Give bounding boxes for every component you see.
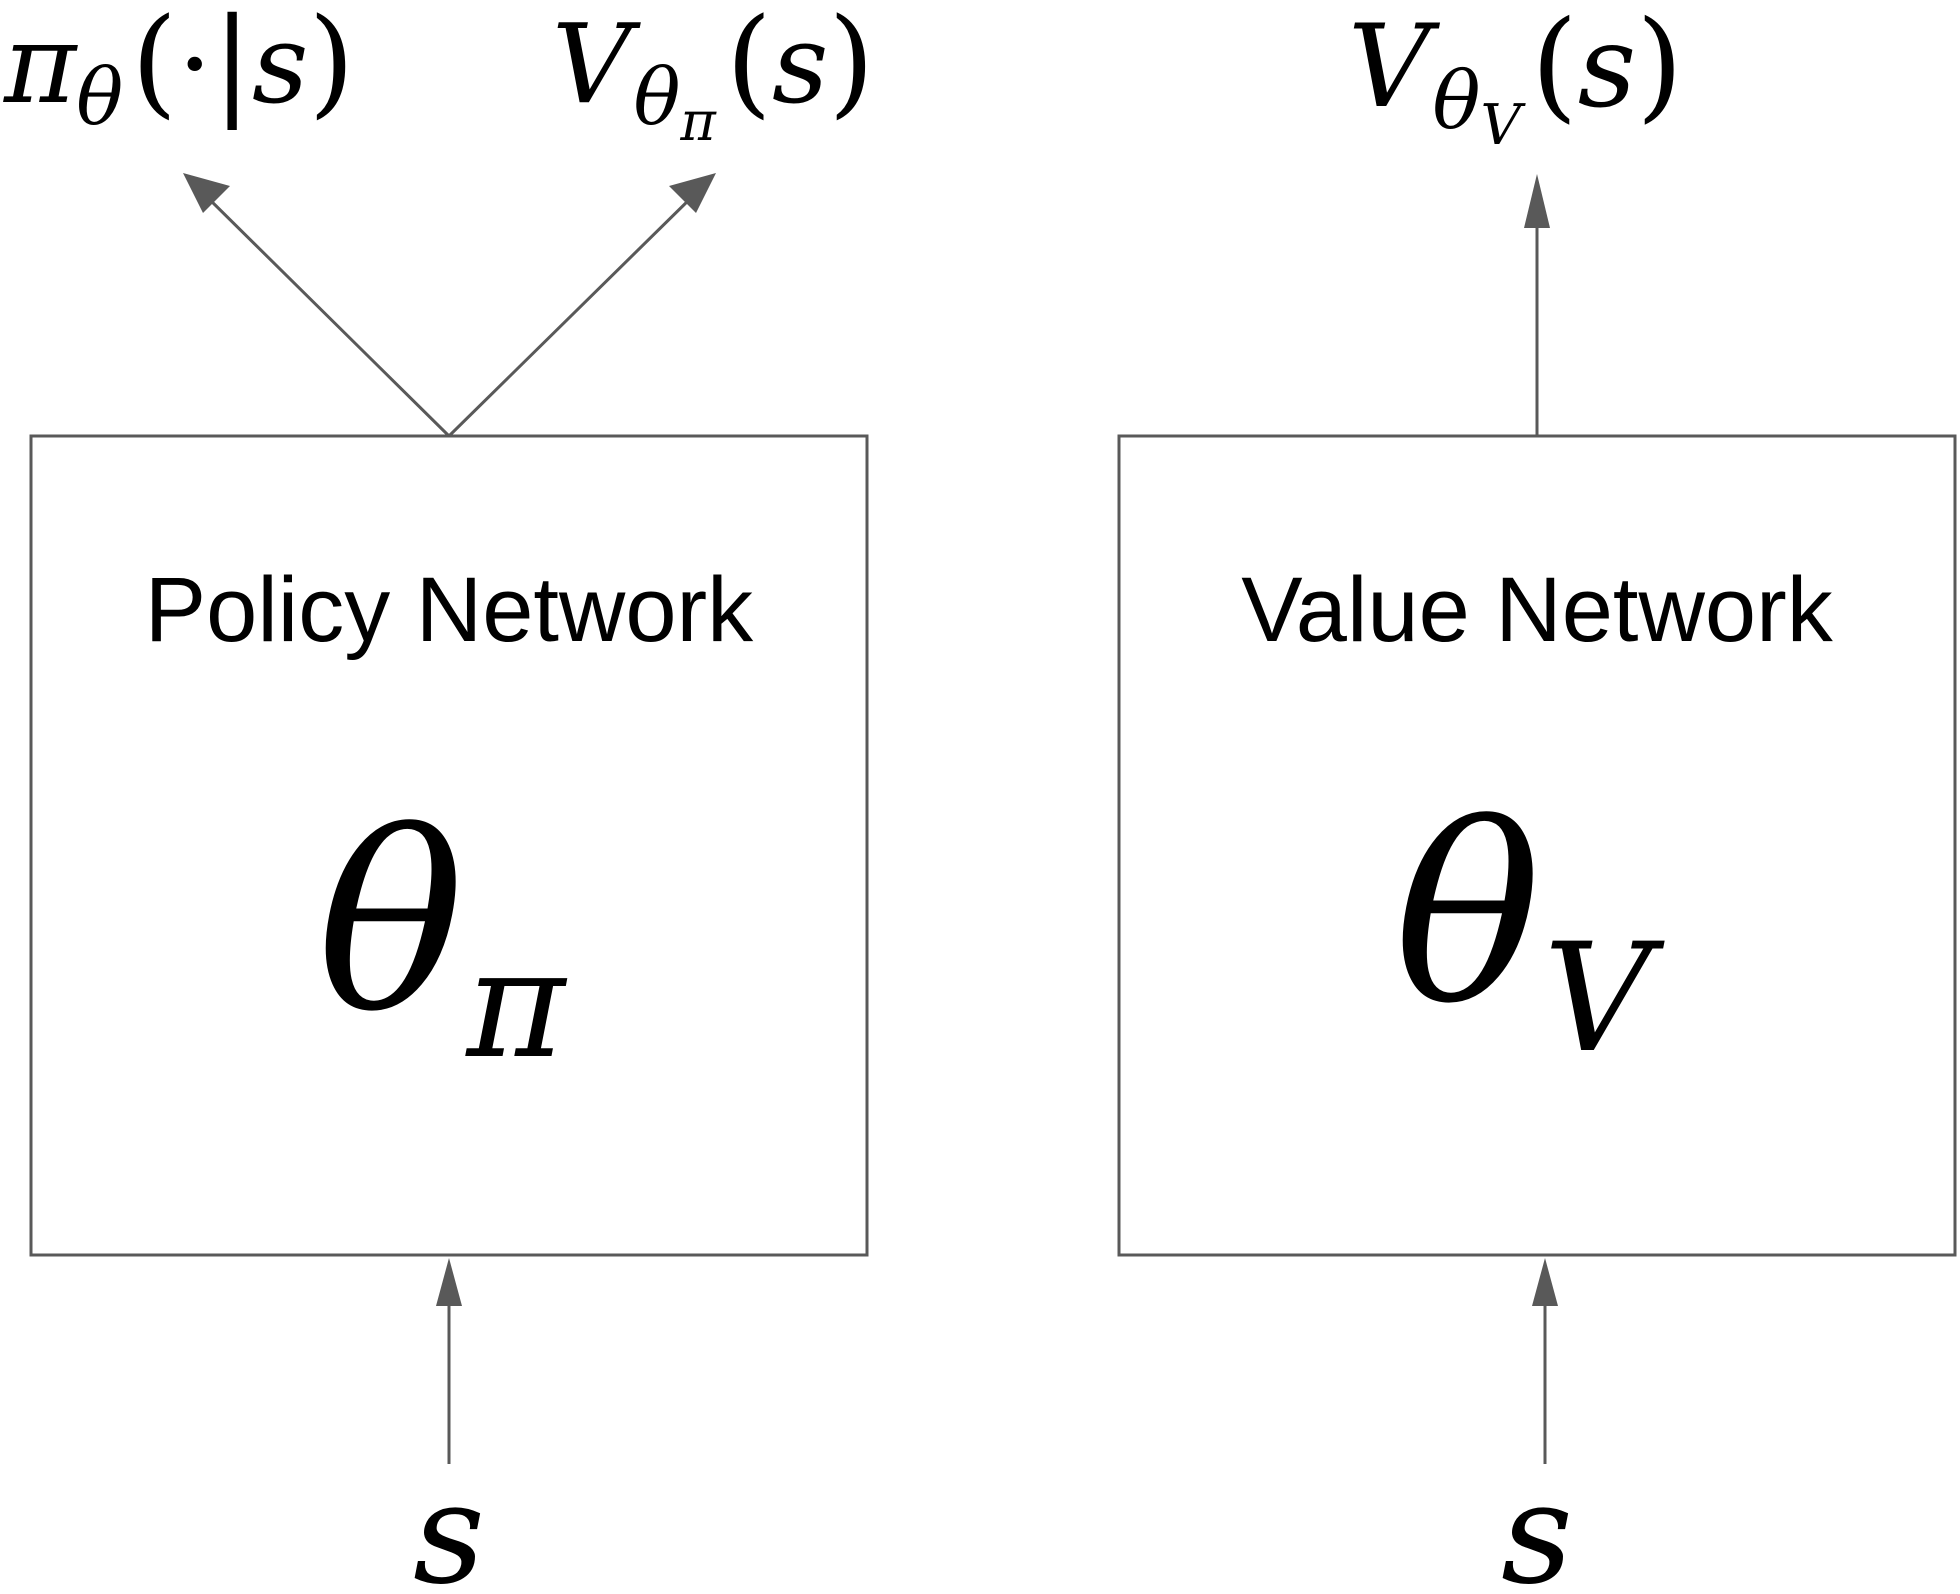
value-network-title: Value Network — [1241, 559, 1833, 661]
value-network-parameter: θV — [1394, 773, 1666, 1086]
policy-output-label: πθ(·|s) — [3, 0, 355, 143]
value-output-arrowhead — [1524, 174, 1550, 228]
value-input-arrowhead — [1532, 1258, 1558, 1306]
policy-input-label: s — [413, 1453, 485, 1594]
policy-network-box — [29, 434, 869, 1257]
policy-output-arrow — [200, 190, 451, 438]
value-estimate-output-arrow — [447, 190, 699, 438]
policy-network-parameter: θπ — [317, 781, 568, 1092]
value-output-label: VθV(s) — [1348, 0, 1683, 158]
policy-network-title: Policy Network — [145, 559, 754, 661]
value-network-box — [1117, 434, 1957, 1257]
value-estimate-output-arrowhead — [669, 173, 716, 213]
value-network: Value Network θV s VθV(s) — [1117, 0, 1957, 1594]
policy-network: Policy Network θπ s πθ(·|s) Vθπ(s) — [3, 0, 874, 1594]
value-input-label: s — [1501, 1453, 1573, 1594]
value-estimate-output-label: Vθπ(s) — [552, 0, 874, 153]
policy-output-arrowhead — [183, 173, 230, 213]
policy-input-arrowhead — [436, 1258, 462, 1306]
